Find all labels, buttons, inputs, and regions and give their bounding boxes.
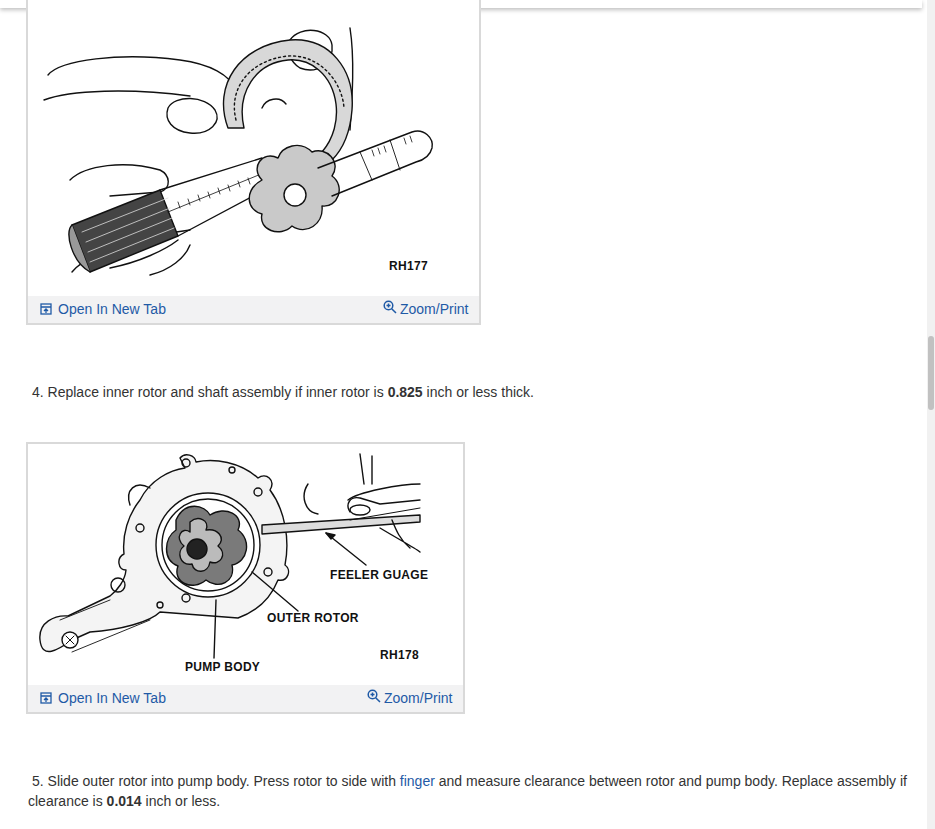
line-art [178, 178, 250, 208]
figure-id: RH178 [380, 648, 419, 662]
line-art [40, 455, 289, 652]
line-art [66, 636, 74, 644]
line-art [326, 533, 335, 539]
step-text: 5. Slide outer rotor into pump body. Pre… [32, 773, 396, 789]
glossary-link: finger [400, 773, 435, 789]
line-art [167, 98, 217, 133]
zoom-icon [367, 689, 381, 703]
line-art [182, 459, 190, 467]
figure-frame [26, 0, 481, 325]
line-art [69, 225, 90, 272]
line-art [111, 578, 125, 592]
step-text: 4. Replace inner rotor and shaft assembl… [32, 384, 384, 400]
line-art [41, 307, 51, 313]
spec-value: 0.825 [388, 384, 423, 400]
scrollbar-thumb [928, 336, 934, 410]
line-art [41, 693, 51, 703]
line-art [223, 40, 352, 160]
line-art [262, 99, 286, 108]
line-art [182, 594, 190, 602]
line-art [187, 539, 207, 559]
open-tab-link: Open In New Tab [58, 301, 166, 317]
line-art [72, 190, 178, 272]
instruction-step: 4. Replace inner rotor and shaft assembl… [32, 382, 912, 402]
open-tab-icon [40, 692, 52, 704]
figure-id: RH177 [389, 259, 428, 273]
line-art [48, 57, 236, 90]
pump-figure [40, 454, 420, 658]
part-label: OUTER ROTOR [267, 611, 359, 625]
line-art [41, 304, 51, 314]
line-art [380, 520, 420, 552]
line-art [318, 131, 432, 196]
line-art [350, 505, 370, 515]
line-art [360, 140, 400, 180]
line-art [229, 467, 235, 473]
line-art [44, 91, 190, 100]
part-label: PUMP BODY [185, 660, 260, 674]
part-label: FEELER GUAGE [330, 568, 428, 582]
line-art [60, 600, 150, 652]
line-art [371, 693, 381, 703]
scrollbar-track [927, 0, 935, 829]
line-art [387, 304, 397, 314]
line-art [156, 493, 260, 597]
line-art [41, 696, 51, 702]
line-art [249, 145, 339, 231]
line-art [264, 568, 272, 576]
line-art [179, 519, 222, 572]
micrometer-figure [44, 28, 432, 275]
line-art [70, 165, 168, 196]
open-tab-link: Open In New Tab [58, 690, 166, 706]
line-art [214, 600, 216, 658]
line-art [62, 632, 78, 648]
line-art [254, 488, 262, 496]
step-text: inch or less. [146, 793, 221, 809]
zoom-print-link: Zoom/Print [384, 690, 452, 706]
spec-value: 0.014 [107, 793, 142, 809]
line-art [157, 602, 163, 608]
line-art [252, 572, 298, 611]
zoom-icon [383, 300, 397, 314]
line-art [304, 484, 318, 514]
line-art [234, 56, 344, 120]
line-art [284, 184, 306, 206]
open-tab-icon [40, 303, 52, 315]
line-art [150, 245, 190, 275]
instruction-step: 5. Slide outer rotor into pump body. Pre… [28, 771, 912, 811]
zoom-print-link: Zoom/Print [400, 301, 468, 317]
line-art [82, 198, 174, 262]
line-art [372, 136, 412, 156]
line-art [129, 485, 150, 505]
line-art [360, 454, 372, 484]
line-art [167, 506, 247, 585]
line-art [136, 524, 144, 532]
line-art [326, 533, 366, 565]
step-text: inch or less thick. [427, 384, 534, 400]
line-art [162, 499, 254, 591]
